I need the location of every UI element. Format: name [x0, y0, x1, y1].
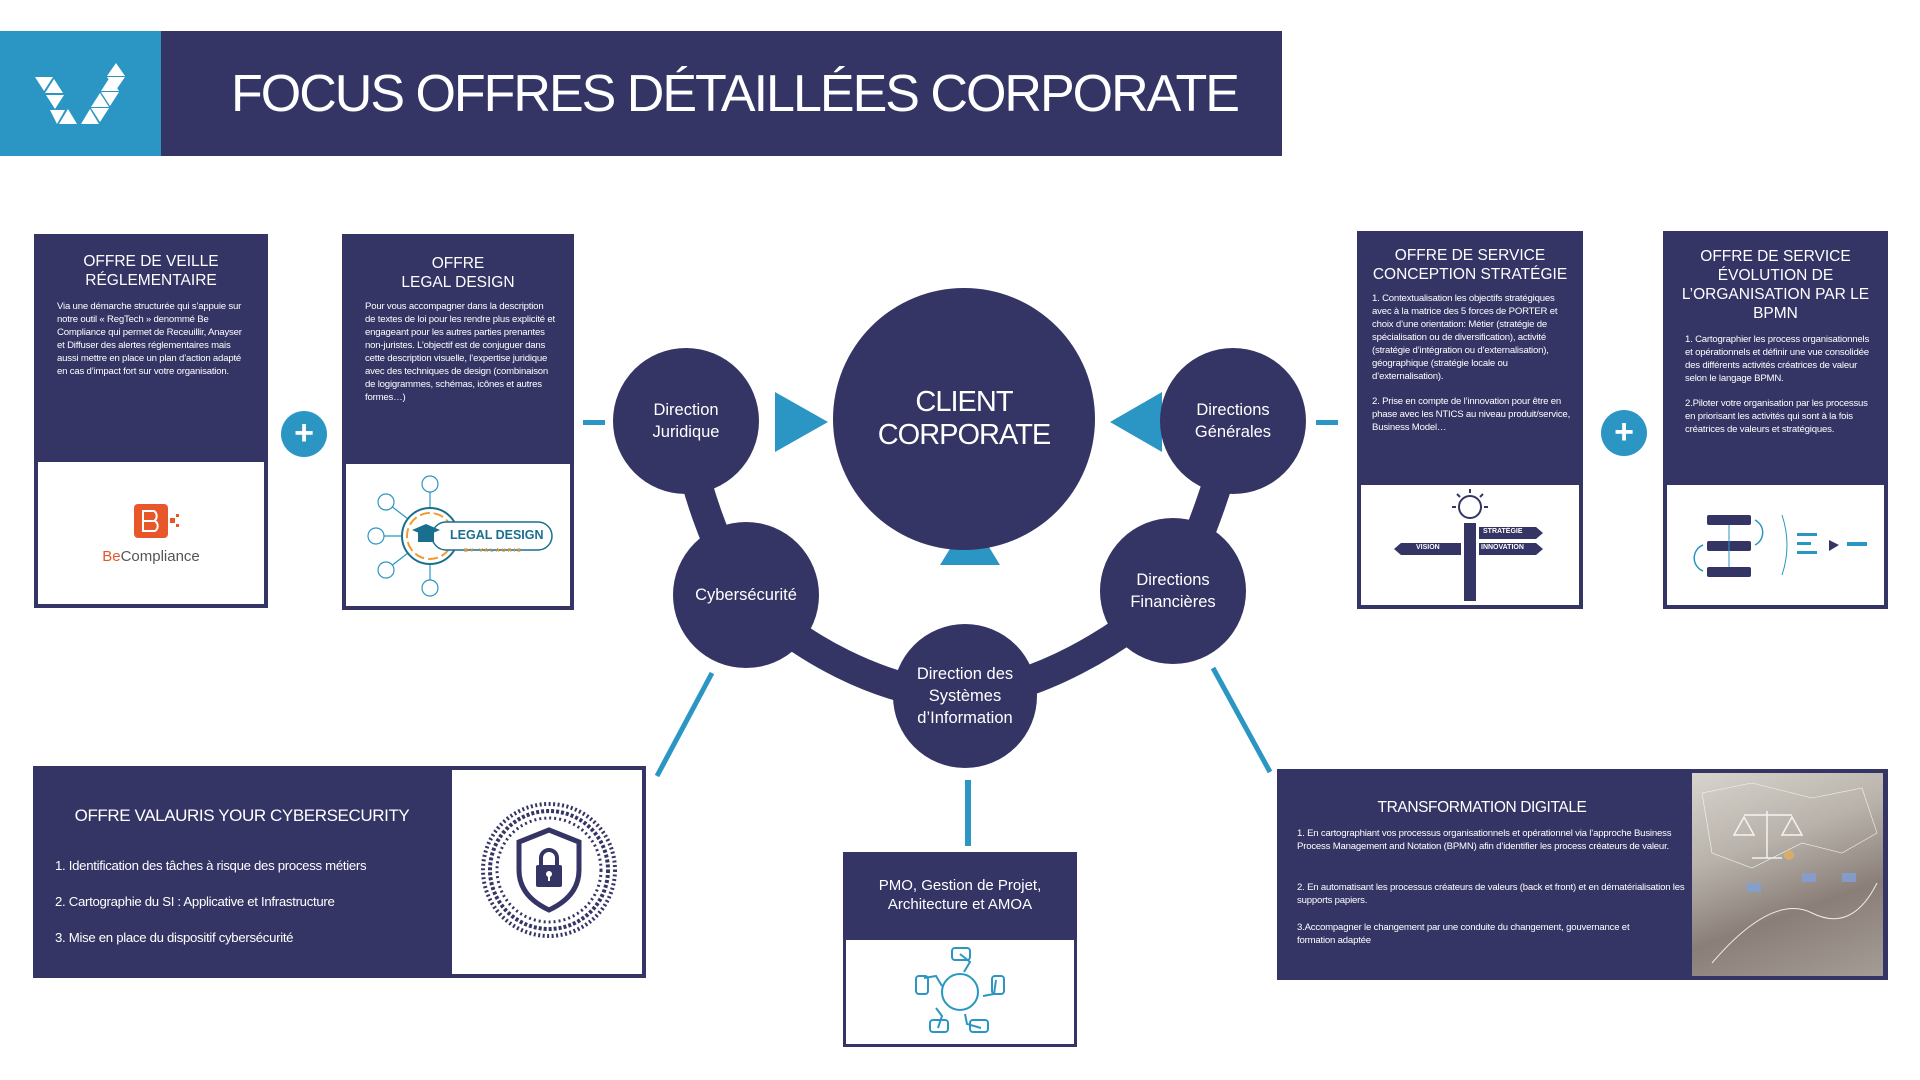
title-line: Architecture et AMOA: [887, 896, 1033, 913]
node-label: Direction des: [916, 665, 1014, 683]
logo-block: [0, 31, 161, 156]
offer-transformation-item: 1. En cartographiant vos processus organ…: [1297, 828, 1672, 852]
teamwork-hands-panel: [846, 940, 1074, 1044]
offer-veille-card: OFFRE DE VEILLE RÉGLEMENTAIRE Via une dé…: [34, 234, 268, 608]
title-line: LEGAL DESIGN: [401, 274, 515, 291]
title-line: OFFRE: [431, 255, 485, 272]
offer-cyber-item: 2. Cartographie du SI : Applicative et I…: [55, 894, 335, 909]
connector-cyber: [654, 671, 715, 778]
offer-cybersecurity-card: OFFRE VALAURIS YOUR CYBERSECURITY 1. Ide…: [33, 766, 646, 978]
legal-design-logo-icon: [367, 475, 553, 597]
title-line: OFFRE DE SERVICE: [1700, 248, 1851, 265]
title-line: OFFRE DE SERVICE: [1394, 247, 1546, 264]
offer-strategie-body-2: 2. Prise en compte de l’innovation pour …: [1372, 396, 1571, 433]
legal-design-logo-sub: BY VALAURIS: [464, 548, 523, 554]
node-direction-juridique: Direction Juridique: [613, 348, 759, 494]
becompliance-logo-icon: [134, 504, 179, 538]
offer-bpmn-body-2: 2.Piloter votre organisation par les pro…: [1685, 398, 1868, 435]
plus-icon: +: [281, 411, 327, 457]
arrow-left-icon: [1110, 392, 1162, 452]
node-dsi: Direction des Systèmes d’Information: [893, 624, 1037, 768]
title-line: OFFRE DE VEILLE: [83, 253, 219, 270]
offer-veille-title: OFFRE DE VEILLE RÉGLEMENTAIRE: [34, 234, 268, 290]
signpost-lightbulb-icon: [1394, 489, 1543, 601]
legal-design-logo-panel: LEGAL DESIGN BY VALAURIS: [346, 464, 570, 606]
node-directions-financieres: Directions Financières: [1100, 518, 1246, 664]
offer-bpmn-body-1: 1. Cartographier les process organisatio…: [1685, 334, 1870, 384]
legal-design-logo-text: LEGAL DESIGN: [450, 528, 544, 542]
sign-innovation: INNOVATION: [1481, 544, 1524, 551]
arrow-right-icon: [775, 392, 828, 452]
becompliance-logo-panel: BeCompliance: [38, 462, 264, 604]
client-title-line2: CORPORATE: [877, 419, 1052, 451]
node-label: Direction: [653, 401, 719, 419]
offer-pmo-title: PMO, Gestion de Projet, Architecture et …: [843, 852, 1077, 914]
offer-cyber-item: 1. Identification des tâches à risque de…: [55, 858, 367, 873]
offer-transformation-title: TRANSFORMATION DIGITALE: [1377, 799, 1587, 816]
node-label: d’Information: [917, 709, 1013, 727]
node-cybersecurite: Cybersécurité: [673, 522, 819, 668]
sign-strategie: STRATÉGIE: [1483, 528, 1523, 535]
shield-lock-icon: [481, 802, 617, 938]
offer-cyber-title: OFFRE VALAURIS YOUR CYBERSECURITY: [74, 806, 410, 825]
scales-network-icon: [1701, 782, 1878, 964]
offer-transformation-item: 3.Accompagner le changement par une cond…: [1297, 922, 1630, 946]
offer-strategie-body-1: 1. Contextualisation les objectifs strat…: [1372, 293, 1558, 382]
connector-right: [1316, 420, 1338, 425]
connector-pmo: [965, 780, 971, 846]
title-line: CONCEPTION STRATÉGIE: [1372, 266, 1568, 283]
header-bar: FOCUS OFFRES DÉTAILLÉES CORPORATE: [161, 31, 1282, 156]
logo-text-prefix: Be: [102, 548, 121, 565]
offer-legal-body: Pour vous accompagner dans la descriptio…: [365, 301, 555, 403]
page-title: FOCUS OFFRES DÉTAILLÉES CORPORATE: [231, 64, 1240, 123]
bpmn-diagram-icon: [1693, 514, 1867, 577]
node-label: Cybersécurité: [695, 586, 797, 604]
title-line: PMO, Gestion de Projet,: [878, 877, 1042, 894]
becompliance-logo-text: BeCompliance: [38, 548, 264, 565]
offer-cyber-item: 3. Mise en place du dispositif cybersécu…: [55, 930, 294, 945]
node-label: Systèmes: [928, 687, 1002, 705]
teamwork-hands-icon: [915, 947, 1005, 1033]
sign-vision: VISION: [1416, 544, 1440, 551]
node-label: Directions: [1136, 571, 1210, 589]
node-label: Juridique: [652, 423, 720, 441]
node-label: Générales: [1194, 423, 1272, 441]
digital-transformation-image: [1692, 773, 1883, 976]
plus-icon: +: [1601, 410, 1647, 456]
title-line: BPMN: [1753, 305, 1798, 322]
title-line: L’ORGANISATION PAR LE: [1681, 286, 1870, 303]
title-line: ÉVOLUTION DE: [1717, 267, 1834, 284]
offer-transformation-item: 2. En automatisant les processus créateu…: [1297, 882, 1685, 906]
offer-transformation-card: TRANSFORMATION DIGITALE 1. En cartograph…: [1277, 769, 1888, 980]
offer-bpmn-title: OFFRE DE SERVICE ÉVOLUTION DE L’ORGANISA…: [1663, 231, 1888, 323]
cyber-shield-panel: [452, 770, 642, 974]
client-title-line1: CLIENT: [915, 386, 1013, 418]
offer-veille-body: Via une démarche structurée qui s’appuie…: [57, 301, 242, 377]
node-label: Financières: [1130, 593, 1216, 611]
valauris-logo-icon: [34, 62, 125, 124]
offer-strategie-title: OFFRE DE SERVICE CONCEPTION STRATÉGIE: [1357, 231, 1583, 284]
logo-text-suffix: Compliance: [120, 548, 200, 565]
node-label: Directions: [1196, 401, 1270, 419]
offer-bpmn-card: OFFRE DE SERVICE ÉVOLUTION DE L’ORGANISA…: [1663, 231, 1888, 609]
offer-legal-title: OFFRE LEGAL DESIGN: [342, 234, 574, 292]
client-corporate-node: CLIENT CORPORATE: [833, 288, 1095, 550]
strategie-signpost-panel: VISION STRATÉGIE INNOVATION: [1361, 485, 1579, 605]
title-line: RÉGLEMENTAIRE: [85, 272, 217, 289]
offer-legal-design-card: OFFRE LEGAL DESIGN Pour vous accompagner…: [342, 234, 574, 610]
connector-left: [583, 420, 605, 425]
bpmn-diagram-panel: [1667, 485, 1884, 605]
node-directions-generales: Directions Générales: [1160, 348, 1306, 494]
offer-strategie-card: OFFRE DE SERVICE CONCEPTION STRATÉGIE 1.…: [1357, 231, 1583, 609]
connector-transformation: [1210, 666, 1273, 774]
offer-pmo-card: PMO, Gestion de Projet, Architecture et …: [843, 852, 1077, 1047]
